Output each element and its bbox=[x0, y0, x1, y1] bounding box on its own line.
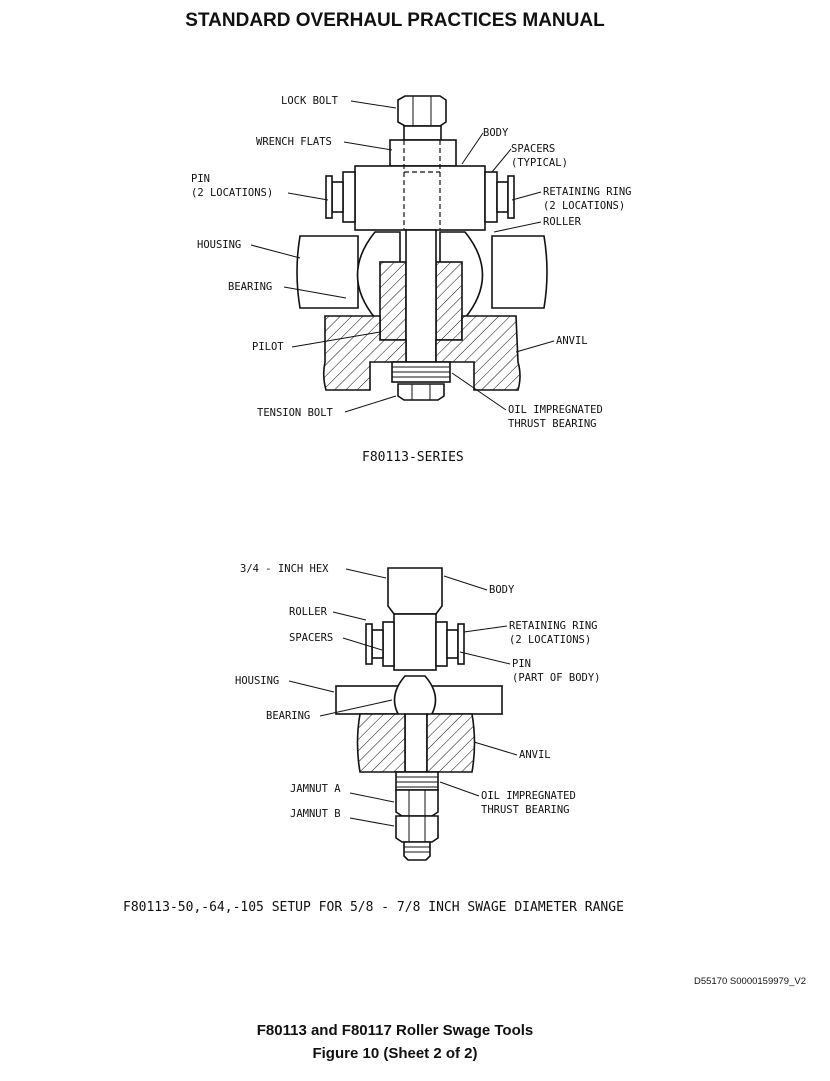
label-wrench-flats: WRENCH FLATS bbox=[256, 136, 332, 148]
label-housing: HOUSING bbox=[197, 239, 241, 251]
label-pin: PIN bbox=[512, 658, 531, 670]
retaining-ring-right bbox=[457, 623, 465, 665]
page-header: STANDARD OVERHAUL PRACTICES MANUAL bbox=[185, 10, 605, 31]
body-block bbox=[354, 165, 486, 231]
label-thrust-bearing-1: OIL IMPREGNATED bbox=[481, 790, 576, 802]
label-bearing: BEARING bbox=[228, 281, 272, 293]
label-bearing: BEARING bbox=[266, 710, 310, 722]
label-retaining-ring-note: (2 LOCATIONS) bbox=[543, 200, 625, 212]
housing-right bbox=[491, 235, 548, 309]
label-jamnut-b: JAMNUT B bbox=[290, 808, 341, 820]
label-housing: HOUSING bbox=[235, 675, 279, 687]
jamnut-a bbox=[395, 789, 439, 817]
hex-body bbox=[387, 567, 443, 615]
body-shank bbox=[393, 613, 437, 671]
tension-bolt-shaft bbox=[405, 229, 437, 363]
label-roller: ROLLER bbox=[543, 216, 582, 228]
threaded-end bbox=[403, 841, 431, 861]
label-lock-bolt: LOCK BOLT bbox=[281, 95, 339, 107]
jamnut-b bbox=[395, 815, 439, 843]
anvil bbox=[356, 713, 406, 773]
retaining-ring-left bbox=[325, 175, 333, 219]
label-thrust-bearing-1: OIL IMPREGNATED bbox=[508, 404, 603, 416]
label-spacers: SPACERS bbox=[511, 143, 555, 155]
view2-assembly bbox=[335, 567, 503, 861]
anvil-body bbox=[322, 315, 407, 391]
housing-left bbox=[296, 235, 359, 309]
wrench-flats bbox=[403, 125, 442, 141]
label-retaining-ring-note: (2 LOCATIONS) bbox=[509, 634, 591, 646]
view1-caption: F80113-SERIES bbox=[362, 450, 464, 465]
label-spacers-note: (TYPICAL) bbox=[511, 157, 568, 169]
view1-assembly bbox=[296, 95, 548, 401]
label-jamnut-a: JAMNUT A bbox=[290, 783, 341, 795]
label-pilot: PILOT bbox=[252, 341, 284, 353]
label-tension-bolt: TENSION BOLT bbox=[257, 407, 334, 419]
label-retaining-ring: RETAINING RING bbox=[543, 186, 632, 198]
spacer-left bbox=[382, 621, 395, 667]
label-pin-note: (PART OF BODY) bbox=[512, 672, 601, 684]
spacer-left bbox=[342, 171, 356, 223]
spacer-right bbox=[484, 171, 498, 223]
label-pin-note: (2 LOCATIONS) bbox=[191, 187, 273, 199]
retaining-ring-right bbox=[507, 175, 515, 219]
label-body: BODY bbox=[483, 127, 509, 139]
pilot-left bbox=[379, 261, 407, 341]
label-thrust-bearing-2: THRUST BEARING bbox=[481, 804, 570, 816]
label-roller: ROLLER bbox=[289, 606, 328, 618]
view1-labels: LOCK BOLT WRENCH FLATS BODY SPACERS (TYP… bbox=[191, 95, 632, 430]
figure-title: F80113 and F80117 Roller Swage Tools bbox=[256, 1022, 534, 1039]
view2-labels: 3/4 - INCH HEX BODY ROLLER SPACERS RETAI… bbox=[235, 563, 601, 827]
label-body: BODY bbox=[489, 584, 515, 596]
lock-bolt-head bbox=[397, 95, 447, 127]
label-anvil: ANVIL bbox=[556, 335, 588, 347]
tension-bolt-head bbox=[397, 383, 445, 401]
label-thrust-bearing-2: THRUST BEARING bbox=[508, 418, 597, 430]
spacer-right bbox=[435, 621, 448, 667]
label-anvil: ANVIL bbox=[519, 749, 551, 761]
label-hex: 3/4 - INCH HEX bbox=[240, 563, 329, 575]
reference-code: D55170 S0000159979_V2 bbox=[694, 976, 806, 987]
view2-caption: F80113-50,-64,-105 SETUP FOR 5/8 - 7/8 I… bbox=[123, 900, 624, 915]
figure-subtitle: Figure 10 (Sheet 2 of 2) bbox=[312, 1045, 478, 1062]
shaft bbox=[404, 713, 428, 773]
pilot-right bbox=[435, 261, 463, 341]
retaining-ring-left bbox=[365, 623, 373, 665]
label-pin: PIN bbox=[191, 173, 210, 185]
label-spacers: SPACERS bbox=[289, 632, 333, 644]
label-retaining-ring: RETAINING RING bbox=[509, 620, 598, 632]
